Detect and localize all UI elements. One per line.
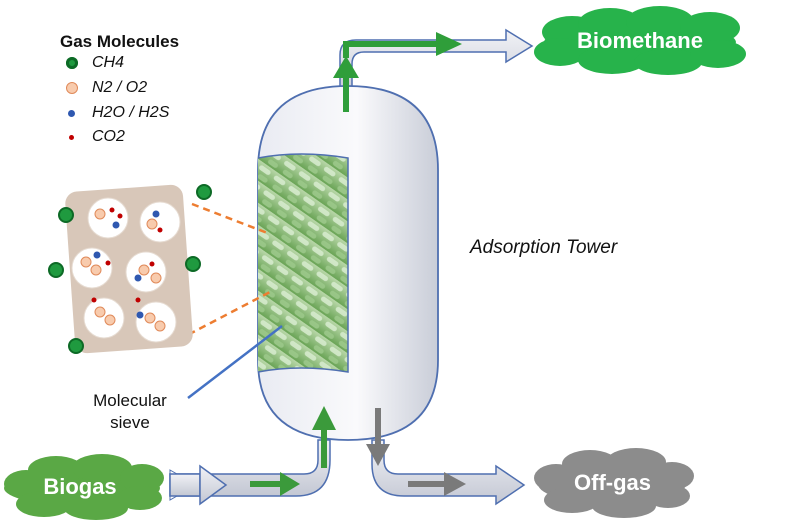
- legend-label: CH4: [92, 54, 125, 71]
- gas-molecules: [48, 184, 212, 354]
- sieve-label-line2: sieve: [110, 413, 150, 432]
- biomethane-flow-arrow: [333, 32, 462, 112]
- n2-molecule: [104, 314, 116, 326]
- n2-molecule: [94, 306, 106, 318]
- ch4-molecule: [48, 262, 64, 278]
- off-gas-pipe: [371, 439, 526, 506]
- legend-title: Gas Molecules: [60, 32, 180, 51]
- off-gas-flow-arrow: [366, 408, 466, 496]
- molecular-sieve-cutaway: [257, 153, 349, 373]
- co2-molecule: [157, 227, 163, 233]
- legend-label: CO2: [92, 128, 125, 145]
- biogas-cloud: [4, 454, 164, 520]
- n2-molecule: [150, 272, 162, 284]
- biomethane-pipe: [339, 28, 534, 101]
- n2-molecule: [80, 256, 92, 268]
- legend-item-h2o-h2s: H2O / H2S: [66, 102, 169, 124]
- h2o-molecule: [136, 311, 144, 319]
- off-gas-cloud: [534, 448, 694, 518]
- h2o-molecule: [112, 221, 120, 229]
- ch4-molecule: [196, 184, 212, 200]
- co2-molecule: [105, 260, 111, 266]
- tower-label: Adsorption Tower: [470, 237, 618, 258]
- ch4-marker-icon: [66, 57, 78, 69]
- n2-o2-marker-icon: [66, 82, 78, 94]
- n2-molecule: [144, 312, 156, 324]
- co2-molecule: [109, 207, 115, 213]
- co2-molecule: [149, 261, 155, 267]
- co2-molecule: [135, 297, 141, 303]
- off-gas-label: Off-gas: [574, 470, 651, 495]
- n2-molecule: [138, 264, 150, 276]
- sieve-label-line1: Molecular: [93, 391, 167, 410]
- sieve-label: Molecular sieve: [80, 390, 180, 434]
- co2-molecule: [117, 213, 123, 219]
- legend-label: N2 / O2: [92, 79, 148, 96]
- h2o-h2s-marker-icon: [68, 109, 75, 117]
- h2o-molecule: [152, 210, 160, 218]
- co2-molecule: [91, 297, 97, 303]
- n2-molecule: [94, 208, 106, 220]
- zoom-connector-lines: [177, 202, 271, 342]
- legend-item-co2: CO2: [66, 126, 125, 148]
- legend-item-n2-o2: N2 / O2: [66, 77, 147, 99]
- biomethane-label: Biomethane: [577, 28, 703, 53]
- ch4-molecule: [185, 256, 201, 272]
- biogas-inlet-pipe: [169, 439, 331, 506]
- co2-marker-icon: [69, 134, 74, 140]
- biogas-flow-arrow: [250, 406, 336, 496]
- h2o-molecule: [134, 274, 142, 282]
- n2-molecule: [154, 320, 166, 332]
- n2-molecule: [90, 264, 102, 276]
- zeolite-structure: [65, 184, 193, 354]
- ch4-molecule: [68, 338, 84, 354]
- biogas-label: Biogas: [43, 474, 117, 499]
- h2o-molecule: [93, 251, 101, 259]
- legend-item-ch4: CH4: [66, 52, 124, 74]
- legend-label: H2O / H2S: [92, 104, 170, 121]
- n2-molecule: [146, 218, 158, 230]
- biomethane-cloud: [534, 6, 746, 75]
- sieve-pointer-line: [187, 325, 283, 399]
- ch4-molecule: [58, 207, 74, 223]
